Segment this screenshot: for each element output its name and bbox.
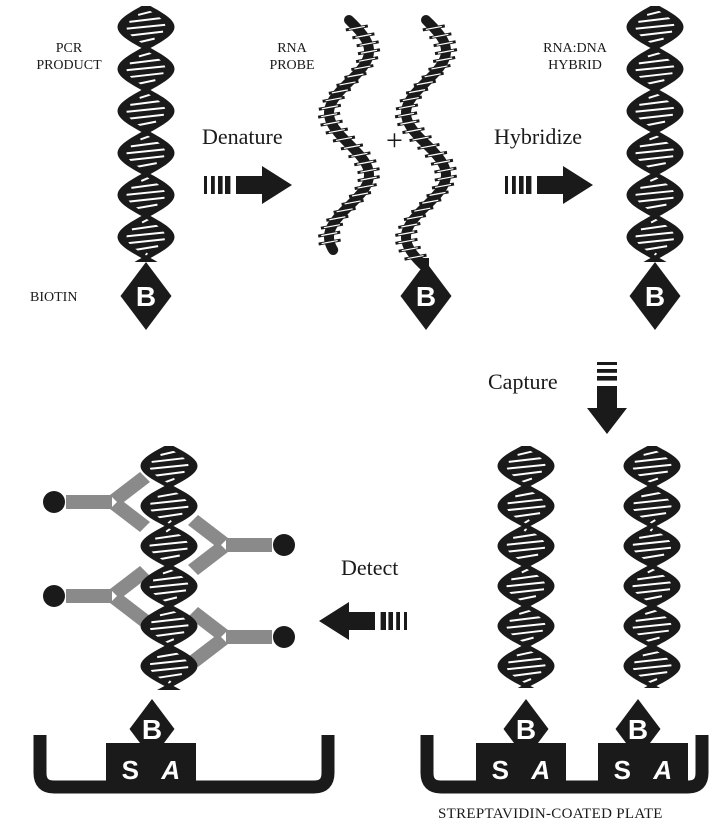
arrow-layer xyxy=(204,166,627,640)
hybrid-biotin: B xyxy=(630,262,681,330)
streptavidin-a: A xyxy=(160,755,180,785)
biotin-letter: B xyxy=(136,281,156,312)
denature-arrow xyxy=(204,166,292,204)
rna-probe-label: RNA PROBE xyxy=(262,40,322,74)
arrow-dash xyxy=(218,176,223,194)
captured-helix-1 xyxy=(498,446,555,688)
biotin-label: BIOTIN xyxy=(30,289,77,306)
antibody-1 xyxy=(43,472,150,532)
antibody-2 xyxy=(188,515,295,575)
capture-arrow xyxy=(587,362,627,434)
strand-backbone xyxy=(329,20,369,250)
dna-strand xyxy=(395,20,457,265)
arrow-dash xyxy=(505,176,508,194)
captured-helix-2 xyxy=(624,446,681,688)
rna-probe-label-line1: RNA xyxy=(262,40,322,57)
antibody-3 xyxy=(43,566,150,626)
antibody-4 xyxy=(188,607,295,667)
biotin-letter: B xyxy=(645,281,665,312)
label-dot xyxy=(43,585,65,607)
biotin-letter: B xyxy=(516,714,536,745)
pcr-label-line1: PCR xyxy=(34,40,104,57)
streptavidin-a: A xyxy=(652,755,672,785)
arrow-head xyxy=(319,602,375,640)
streptavidin-s: S xyxy=(122,755,139,785)
biotin-letter: B xyxy=(416,281,436,312)
pcr-label-line2: PRODUCT xyxy=(34,57,104,74)
streptavidin-s: S xyxy=(614,755,631,785)
plus-sign: + xyxy=(386,126,403,156)
hybrid-label: RNA:DNA HYBRID xyxy=(540,40,610,74)
hybridize-step-label: Hybridize xyxy=(494,125,582,149)
arrow-dash xyxy=(512,176,516,194)
streptavidin-s: S xyxy=(492,755,509,785)
label-dot xyxy=(273,534,295,556)
arrow-head xyxy=(537,166,593,204)
antibody-stem xyxy=(226,630,272,644)
detect-arrow xyxy=(319,602,407,640)
arrow-dash xyxy=(396,612,400,630)
antibody-stem xyxy=(66,495,112,509)
arrow-dash xyxy=(388,612,393,630)
hybrid-helix xyxy=(627,6,684,262)
arrow-dash xyxy=(211,176,215,194)
arrow-dash xyxy=(597,376,617,381)
pcr-product-helix xyxy=(118,6,175,262)
antibody-stem xyxy=(226,538,272,552)
biotin-letter: B xyxy=(142,714,162,745)
arrow-dash xyxy=(204,176,207,194)
pcr-product-label: PCR PRODUCT xyxy=(34,40,104,74)
arrow-dash xyxy=(526,176,531,194)
streptavidin-a: A xyxy=(530,755,550,785)
arrow-dash xyxy=(225,176,230,194)
capture-step-label: Capture xyxy=(488,370,558,394)
biotin-letter: B xyxy=(628,714,648,745)
arrow-dash xyxy=(597,362,617,365)
pcr-biotin: B xyxy=(121,262,172,330)
strand-backbone xyxy=(406,20,446,265)
arrow-head xyxy=(236,166,292,204)
arrow-dash xyxy=(381,612,386,630)
strand-biotin: B xyxy=(401,262,452,330)
arrow-dash xyxy=(404,612,407,630)
arrow-head xyxy=(587,386,627,434)
plate-label: STREPTAVIDIN-COATED PLATE xyxy=(438,806,706,823)
denature-step-label: Denature xyxy=(202,125,283,149)
antibody-stem xyxy=(66,589,112,603)
arrow-dash xyxy=(519,176,524,194)
hybridize-arrow xyxy=(505,166,593,204)
label-dot xyxy=(273,626,295,648)
detect-step-label: Detect xyxy=(341,556,398,580)
hybrid-label-line1: RNA:DNA xyxy=(540,40,610,57)
hybrid-label-line2: HYBRID xyxy=(540,57,610,74)
label-dot xyxy=(43,491,65,513)
rna-probe-label-line2: PROBE xyxy=(262,57,322,74)
arrow-dash xyxy=(597,369,617,373)
helix-layer xyxy=(118,6,684,690)
rna-probe-strand xyxy=(318,20,380,250)
